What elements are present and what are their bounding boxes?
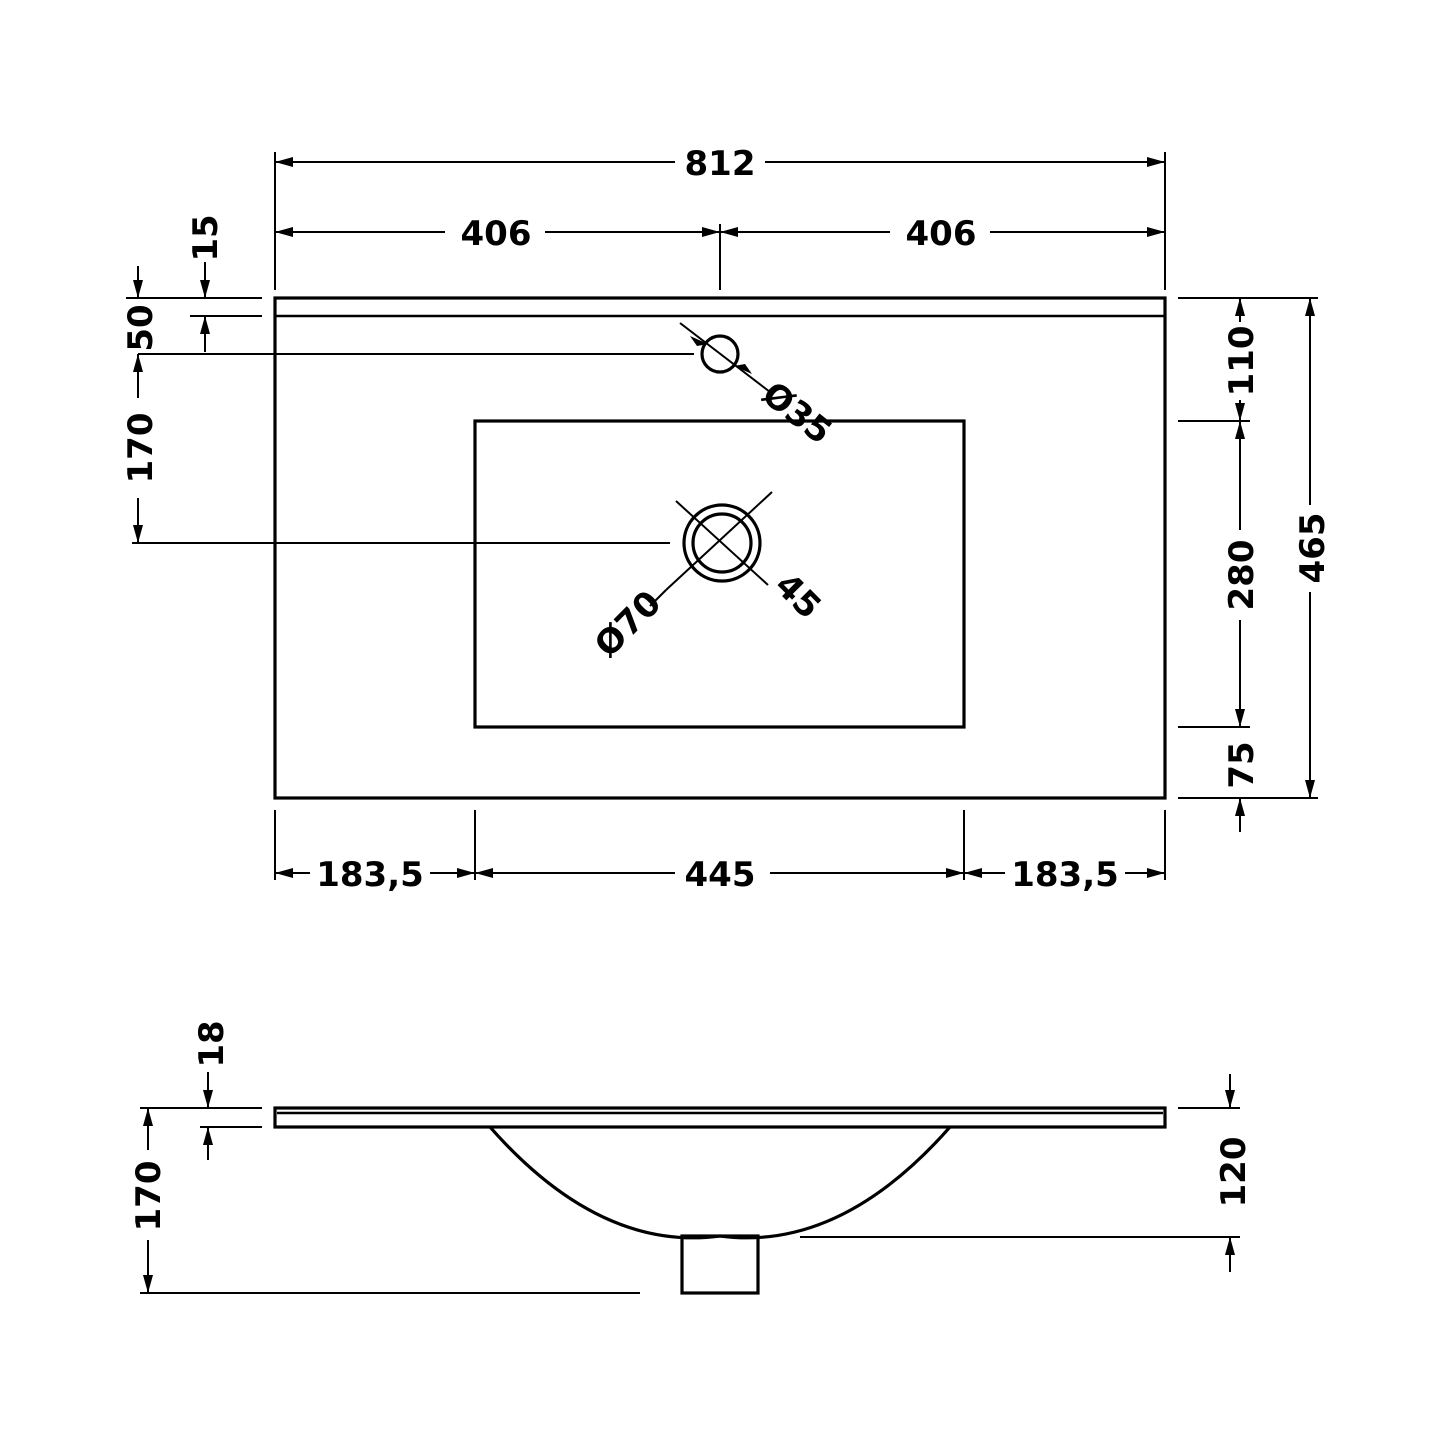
dim-side-170-arrow-b	[143, 1275, 153, 1293]
dim-465-arrow-b	[1305, 780, 1315, 798]
side-margin-right-label: 183,5	[1011, 855, 1119, 895]
tap-hole-arrow-b	[734, 364, 752, 374]
bowl-depth-label: 280	[1222, 540, 1262, 611]
bowl-height-label: 120	[1214, 1137, 1254, 1208]
dim-406-arrow-3	[720, 227, 738, 237]
bowl-width-label: 445	[685, 855, 756, 895]
dim-15-arrow-b	[200, 316, 210, 334]
tap-hole-dim-line	[679, 322, 771, 393]
dim-406-arrow-4	[1147, 227, 1165, 237]
waste-dim-lead	[649, 589, 667, 607]
waste-inner-label: 45	[767, 565, 829, 627]
dim-18-arrow-a	[203, 1090, 213, 1108]
side-view: 18 170 120	[129, 1020, 1254, 1295]
dim-50-arrow-a	[133, 280, 143, 298]
half-width-left-label: 406	[461, 214, 532, 254]
plan-view: Ø35 Ø70 45 812 406 406	[121, 144, 1333, 895]
tap-hole-offset-label: 50	[121, 304, 161, 351]
dim-b-arrow-1	[275, 868, 293, 878]
side-top-slab	[273, 1106, 1167, 1129]
waste-offset-label: 170	[121, 413, 161, 484]
dim-b-arrow-2	[457, 868, 475, 878]
dim-406-arrow-2	[702, 227, 720, 237]
bowl-top-margin-label: 110	[1222, 326, 1262, 397]
total-height-label: 170	[129, 1161, 169, 1232]
dim-b-arrow-4	[946, 868, 964, 878]
side-waste-outlet	[680, 1234, 760, 1295]
waste-diameter-label: Ø70	[587, 583, 669, 665]
dim-280-arrow-b	[1235, 709, 1245, 727]
dim-18-arrow-b	[203, 1127, 213, 1145]
waste-outer-ring	[682, 503, 762, 583]
tap-hole-arrow-a	[690, 336, 708, 346]
dim-75-arrow-b	[1235, 798, 1245, 816]
dim-812-arrow-l	[275, 157, 293, 167]
tap-hole-diameter-label: Ø35	[754, 374, 839, 452]
dim-465-arrow-a	[1305, 298, 1315, 316]
dim-side-120-arrow-a	[1225, 1090, 1235, 1108]
waste-cross-b	[665, 491, 773, 591]
dim-812-arrow-r	[1147, 157, 1165, 167]
waste-cross-a	[675, 500, 769, 586]
dim-b-arrow-6	[1147, 868, 1165, 878]
side-margin-left-label: 183,5	[316, 855, 424, 895]
dim-side-120-arrow-b	[1225, 1237, 1235, 1255]
dim-170-arrow-b	[133, 525, 143, 543]
top-thickness-label: 18	[192, 1020, 232, 1067]
dim-b-arrow-5	[964, 868, 982, 878]
dim-280-arrow-a	[1235, 421, 1245, 439]
side-bowl-curve	[488, 1125, 952, 1240]
waste-inner-ring	[691, 512, 753, 574]
dim-15-arrow-a	[200, 280, 210, 298]
bowl-front-margin-label: 75	[1222, 741, 1262, 788]
bowl-outline	[473, 419, 966, 729]
half-width-right-label: 406	[906, 214, 977, 254]
dim-406-arrow-1	[275, 227, 293, 237]
dim-b-arrow-3	[475, 868, 493, 878]
dim-110-arrow-b	[1235, 403, 1245, 421]
tap-hole	[700, 334, 740, 374]
dim-110-arrow-a	[1235, 298, 1245, 316]
overall-width-label: 812	[685, 144, 756, 184]
dim-side-170-arrow-a	[143, 1108, 153, 1126]
back-edge-label: 15	[186, 214, 226, 261]
overall-depth-label: 465	[1293, 513, 1333, 584]
basin-outline	[273, 296, 1167, 800]
